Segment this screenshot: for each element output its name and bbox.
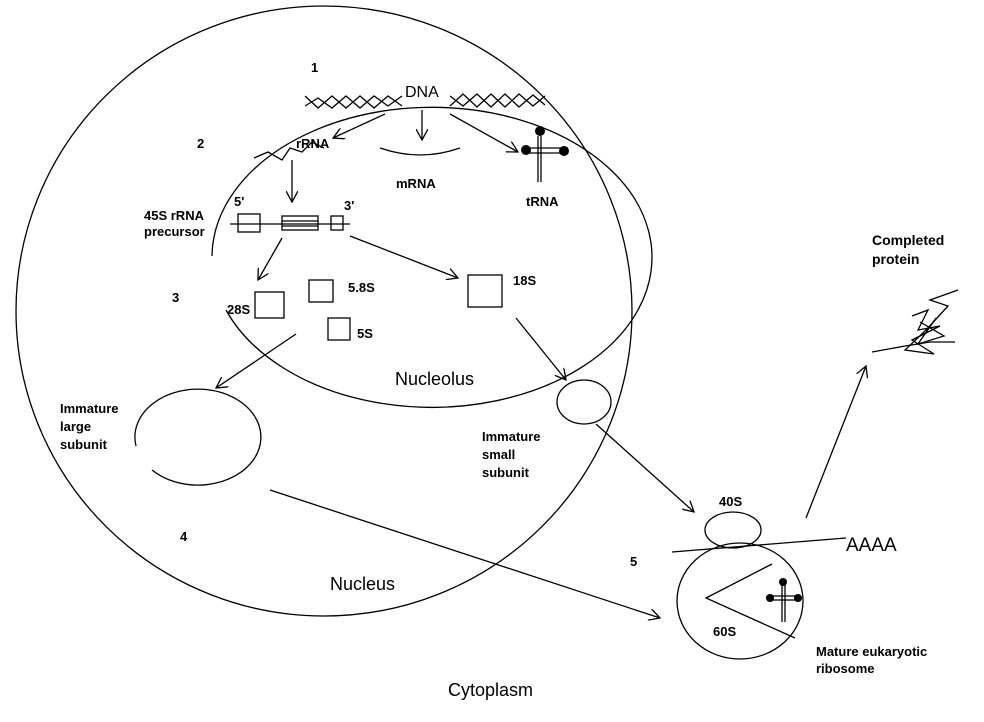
label-polya: AAAA [846, 535, 897, 556]
arrow-to-small-subunit [515, 317, 566, 380]
step-number-2: 2 [197, 136, 204, 151]
label-immature-large-3: subunit [60, 437, 108, 452]
arrow-to-large-subunit [216, 333, 297, 388]
arrow-dna-rrna [333, 113, 386, 138]
rrna-strand [253, 141, 325, 161]
label-immature-small-2: small [482, 447, 515, 462]
label-precursor-line1: 45S rRNA [144, 208, 205, 223]
precursor-45s [230, 213, 350, 233]
label-immature-large-1: Immature [60, 401, 119, 416]
label-immature-small-1: Immature [482, 429, 541, 444]
arrow-dna-trna [449, 113, 518, 152]
label-rrna: rRNA [296, 136, 330, 151]
label-28s: 28S [227, 302, 250, 317]
label-trna: tRNA [526, 194, 559, 209]
subunit-40s [704, 511, 762, 549]
subunit-60s [676, 542, 804, 660]
label-dna: DNA [405, 84, 439, 101]
label-mature-1: Mature eukaryotic [816, 644, 927, 659]
arrow-precursor-28s [258, 237, 283, 280]
label-cytoplasm: Cytoplasm [448, 680, 533, 700]
mrna-strand-ribosome [671, 537, 847, 553]
label-immature-large-2: large [60, 419, 91, 434]
label-immature-small-3: subunit [482, 465, 530, 480]
label-18s: 18S [513, 273, 536, 288]
step-number-1: 1 [311, 60, 318, 75]
label-5-8s: 5.8S [348, 280, 375, 295]
immature-small-subunit [556, 379, 612, 425]
step-number-3: 3 [172, 290, 179, 305]
label-five-prime: 5' [234, 194, 244, 209]
nucleolus-outline [211, 106, 653, 408]
arrow-to-protein [805, 366, 866, 519]
box-5s [327, 317, 351, 341]
immature-large-subunit [134, 388, 262, 486]
label-nucleolus: Nucleolus [395, 369, 474, 389]
box-18s [467, 274, 503, 308]
step-number-5: 5 [630, 554, 637, 569]
label-completed-1: Completed [872, 232, 944, 248]
arrow-large-to-60s [269, 489, 660, 618]
label-60s: 60S [713, 624, 736, 639]
step-number-4: 4 [180, 529, 188, 544]
mrna-strand [379, 147, 461, 156]
box-28s [254, 291, 285, 319]
trna-icon [521, 126, 569, 182]
label-40s: 40S [719, 494, 742, 509]
label-precursor-line2: precursor [144, 224, 205, 239]
dna-strand [304, 93, 546, 109]
arrow-precursor-18s [349, 235, 458, 278]
label-5s: 5S [357, 326, 373, 341]
completed-protein-chain [871, 289, 959, 355]
nucleus-outline [15, 5, 633, 617]
ribosome-trna-icon [766, 578, 802, 622]
label-three-prime: 3' [344, 198, 354, 213]
arrow-small-to-40s [595, 423, 694, 512]
label-nucleus: Nucleus [330, 574, 395, 594]
label-mrna: mRNA [396, 176, 436, 191]
box-5-8s [308, 279, 334, 303]
label-completed-2: protein [872, 251, 919, 267]
label-mature-2: ribosome [816, 661, 875, 676]
ribosome-exit-tunnel [704, 563, 796, 639]
